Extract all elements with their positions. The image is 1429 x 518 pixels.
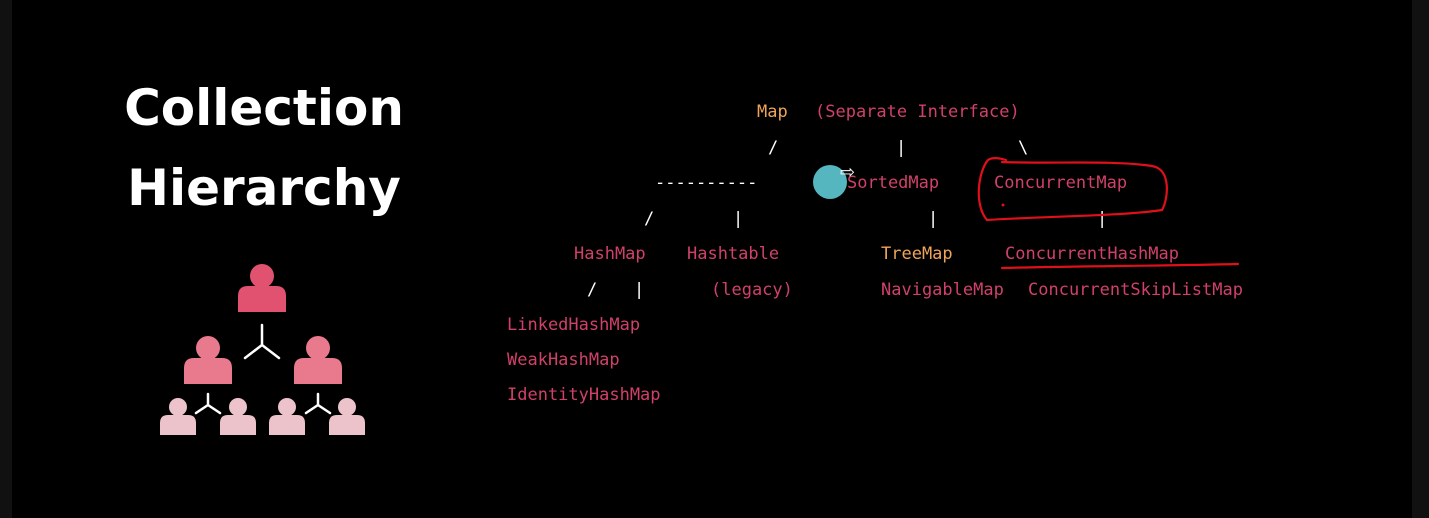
node-legacy-note: (legacy) — [711, 280, 793, 300]
annotation-layer — [977, 157, 1240, 270]
connector-dashes: ---------- — [655, 173, 758, 193]
slide: Collection Hierarchy — [12, 0, 1412, 518]
node-concurrent-map: ConcurrentMap — [994, 173, 1128, 193]
node-weak-hash-map: WeakHashMap — [507, 350, 620, 370]
node-hashtable: Hashtable — [687, 244, 780, 264]
node-hash-map: HashMap — [574, 244, 646, 264]
title-line-2: Hierarchy — [127, 159, 401, 217]
annotation-underline — [1000, 262, 1240, 270]
connector-hm-slash: / — [587, 280, 598, 300]
cursor-arrow-icon: ⇨ — [840, 162, 856, 183]
node-concurrent-skip-list-map: ConcurrentSkipListMap — [1028, 280, 1243, 300]
connector-root-right: \ — [1018, 138, 1029, 158]
node-map-note: (Separate Interface) — [815, 102, 1020, 122]
annotation-circle — [977, 157, 1168, 222]
cursor-highlight — [813, 165, 847, 199]
node-navigable-map: NavigableMap — [881, 280, 1004, 300]
org-hierarchy-icon — [160, 264, 365, 435]
node-map: Map — [757, 102, 788, 122]
title-line-1: Collection — [124, 79, 404, 137]
node-sorted-map: SortedMap — [847, 173, 940, 193]
connector-root-left: / — [768, 138, 779, 158]
connector-l2-bar: | — [733, 209, 744, 229]
node-identity-hash-map: IdentityHashMap — [507, 385, 661, 405]
node-concurrent-hash-map: ConcurrentHashMap — [1005, 244, 1179, 264]
connector-root-mid: | — [896, 138, 907, 158]
annotation-dot — [1001, 203, 1005, 207]
node-tree-map: TreeMap — [881, 244, 953, 264]
connector-concurrent-bar: | — [1097, 209, 1108, 229]
node-linked-hash-map: LinkedHashMap — [507, 315, 641, 335]
connector-hm-bar: | — [634, 280, 645, 300]
connector-sorted-bar: | — [928, 209, 939, 229]
connector-l2-slash: / — [644, 209, 655, 229]
